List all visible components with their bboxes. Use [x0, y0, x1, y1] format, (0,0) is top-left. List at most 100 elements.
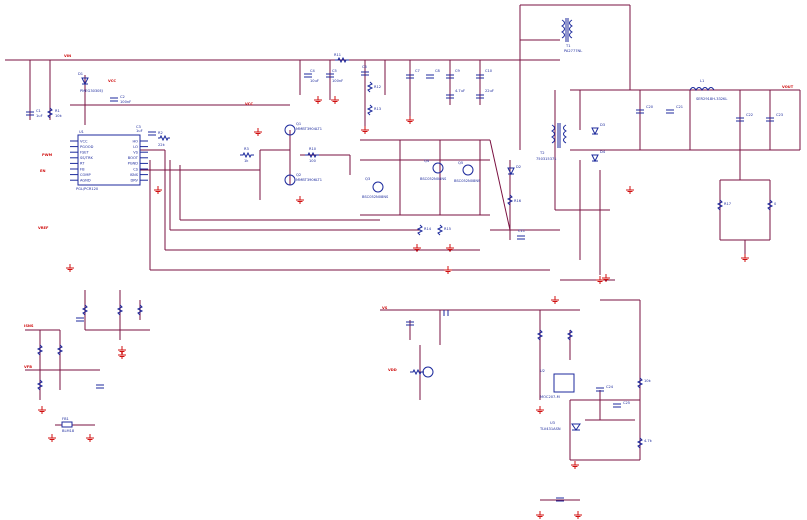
svg-text:R3: R3 [244, 147, 249, 151]
svg-text:C22: C22 [746, 113, 753, 117]
svg-text:C5: C5 [332, 69, 337, 73]
capacitor-c11: C11 [517, 229, 525, 240]
transistor-q2: Q2 MMBT3906LT1 [284, 173, 322, 186]
svg-text:4.7k: 4.7k [644, 439, 653, 443]
svg-text:C20: C20 [646, 105, 654, 109]
ground-icon [154, 186, 162, 194]
capacitor-c2: C2 100nF [110, 95, 131, 104]
svg-text:C2: C2 [120, 95, 125, 99]
resistor-r1: R1 10k [46, 107, 63, 119]
capacitor-c6: C6 [361, 65, 369, 76]
svg-text:BSC052N08NS: BSC052N08NS [420, 177, 447, 181]
ground-icon [361, 126, 369, 134]
svg-text:4.7uF: 4.7uF [455, 89, 465, 93]
svg-text:MMBT3904LT1: MMBT3904LT1 [296, 127, 322, 131]
capacitor-c1: C1 1uF [26, 109, 43, 118]
svg-text:10k: 10k [644, 379, 652, 383]
svg-text:C1: C1 [36, 109, 41, 113]
capacitor-bank-output: C20 C21 C22 C23 [636, 105, 783, 122]
resistor-r-fb-right: 10k 4.7k [636, 377, 653, 449]
svg-text:BSC052N08NS: BSC052N08NS [362, 195, 389, 199]
controller-left-pin-label: FSET [80, 151, 90, 155]
svg-text:U3: U3 [550, 421, 555, 425]
svg-text:R1: R1 [55, 109, 60, 113]
svg-text:C9: C9 [455, 69, 461, 73]
svg-text:22k: 22k [158, 143, 166, 147]
svg-text:C3: C3 [136, 125, 141, 129]
svg-text:750315371: 750315371 [536, 157, 557, 161]
svg-text:FB1: FB1 [62, 417, 69, 421]
capacitor-c5: C5 100nF [326, 69, 343, 83]
svg-text:100nF: 100nF [332, 79, 343, 83]
ground-icon [574, 511, 582, 519]
net-label-pwm: PWM [42, 153, 53, 157]
resistor-r-fb-left [536, 329, 574, 341]
ground-icon [536, 406, 544, 414]
inductor-l1: L1 SER2918H-332KL [689, 79, 727, 101]
wire-network [5, 4, 801, 501]
svg-text:R12: R12 [374, 85, 381, 89]
shunt-regulator-u3: U3 TLV431ASN [539, 421, 581, 431]
net-label-vs: VS [382, 306, 388, 310]
controller-right-pin-label: BOOT [128, 156, 139, 160]
controller-right-pin-label: HO [132, 139, 138, 143]
diode-d1: D1 PMEG3030EJ [78, 72, 103, 93]
resistor-r-out-right: 0 [766, 199, 777, 211]
svg-text:10uF: 10uF [310, 79, 319, 83]
controller-ref: U1 [79, 130, 84, 134]
svg-text:Q3: Q3 [365, 177, 370, 181]
svg-text:PMEG3030EJ: PMEG3030EJ [80, 89, 103, 93]
ground-icon [296, 196, 304, 204]
ground-icon [406, 116, 414, 124]
controller-right-pin-label: LO [133, 145, 138, 149]
controller-left-pin-label: AGND [80, 179, 91, 183]
svg-text:0: 0 [774, 202, 777, 206]
capacitor-c24: C24 [596, 385, 614, 392]
bottom-capacitor [556, 497, 564, 502]
resistor-r2: R2 22k [158, 131, 170, 147]
resistor-r9: R16 [506, 194, 522, 206]
controller-left-pin-label: SS/TRK [80, 156, 93, 160]
ground-icon [254, 128, 262, 136]
net-label-en: EN [40, 169, 45, 173]
ground-icon [413, 244, 421, 252]
svg-text:D1: D1 [78, 72, 83, 76]
capacitor-bank-input: C7 C8 C9 C10 4.7uF 22uF [406, 69, 494, 99]
svg-text:Q5: Q5 [458, 161, 463, 165]
svg-text:U2: U2 [540, 369, 545, 373]
ground-icon [48, 434, 56, 442]
ground-icon [571, 461, 579, 469]
svg-text:C7: C7 [415, 69, 420, 73]
svg-text:1uF: 1uF [36, 114, 43, 118]
net-label-vdd: VDD [388, 368, 397, 372]
ferrite-bead-fb1: FB1 BLM18 [61, 417, 75, 433]
controller-right-pin-label: DRV [130, 179, 138, 183]
svg-text:C11: C11 [518, 229, 525, 233]
net-label-vcc-2: VCC [245, 102, 253, 106]
resistor-r8: R15 [436, 224, 451, 236]
svg-text:R13: R13 [374, 107, 381, 111]
svg-text:Q4: Q4 [424, 159, 430, 163]
diode-d2: D2 [507, 165, 521, 176]
diode-d3: D3 [591, 123, 605, 136]
controller-left-pin-label: FB [80, 167, 85, 171]
svg-text:MMBT3906LT1: MMBT3906LT1 [296, 178, 322, 182]
svg-text:1k: 1k [244, 159, 249, 163]
resistor-r7: R14 [416, 224, 432, 236]
controller-right-pin-label: ISNS [130, 173, 139, 177]
svg-text:T1: T1 [565, 44, 570, 48]
transistor-q-lower [410, 366, 434, 378]
svg-text:100: 100 [309, 159, 317, 163]
resistor-r5: R11 [334, 53, 349, 64]
svg-text:22uF: 22uF [485, 89, 494, 93]
svg-text:R14: R14 [424, 227, 432, 231]
svg-text:D4: D4 [600, 150, 606, 154]
svg-text:R2: R2 [158, 131, 163, 135]
ground-icon [314, 96, 322, 104]
svg-text:D2: D2 [516, 165, 521, 169]
svg-text:D3: D3 [600, 123, 605, 127]
svg-text:T2: T2 [539, 151, 544, 155]
ground-icon [551, 296, 559, 304]
svg-text:PA2777NL: PA2777NL [564, 49, 582, 53]
